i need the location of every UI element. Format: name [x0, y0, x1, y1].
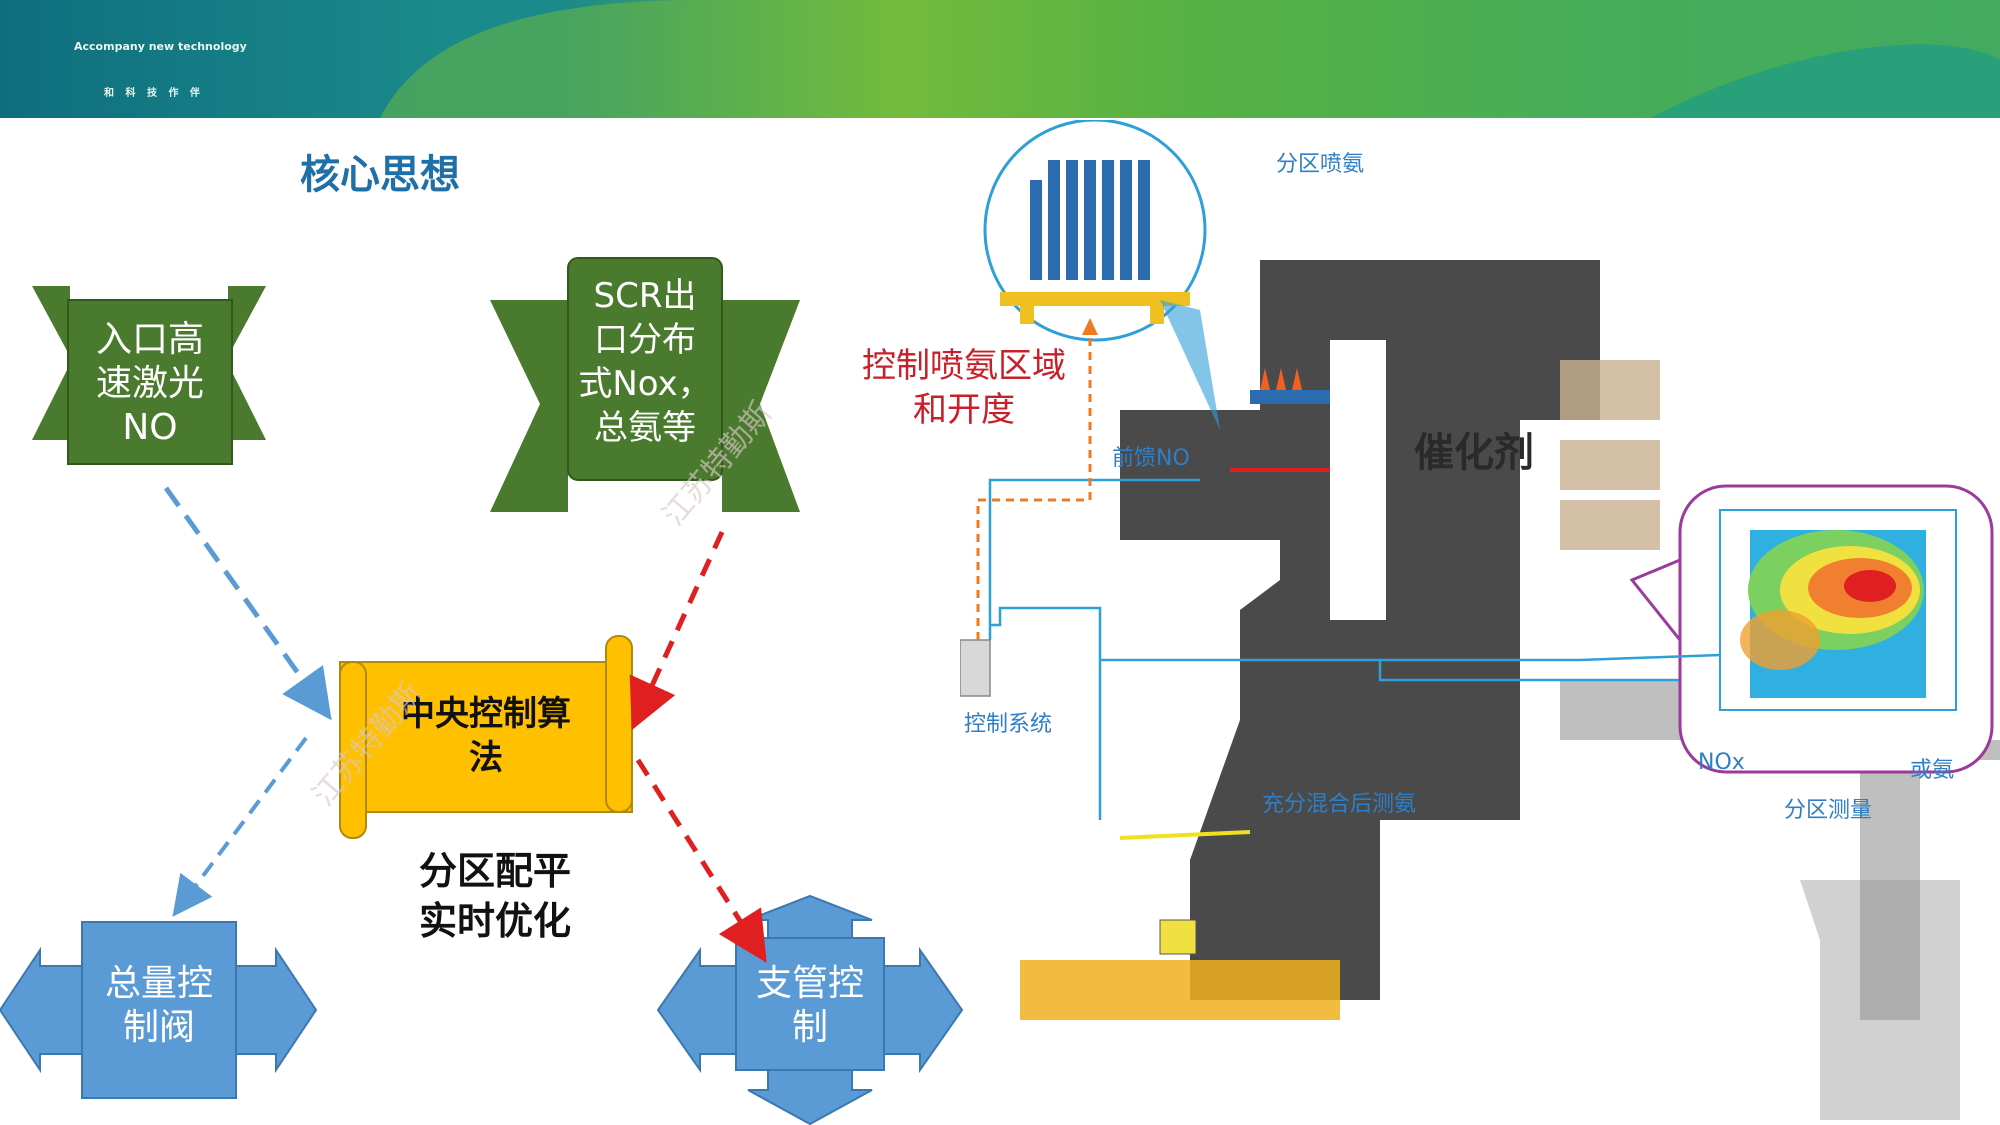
spray-grid: [1000, 160, 1190, 324]
banner-subtagline: 和 科 技 作 伴: [104, 88, 204, 99]
flue-duct: [1120, 260, 1600, 1000]
arrow-scr-to-central: [629, 530, 725, 731]
arrow-central-to-valve: [172, 736, 308, 917]
node-central-label: 中央控制算 法: [401, 694, 571, 778]
scr-outlet-ribbon: [490, 257, 800, 512]
signal-wire-2: [990, 606, 1102, 820]
central-scroll: [339, 635, 633, 839]
flow-diagram: [0, 257, 964, 1125]
signal-wire-1: [988, 478, 1200, 640]
inlet-no-ribbon: [32, 286, 266, 465]
node-scr-outlet-label: SCR出 口分布 式Nox， 总氨等: [578, 276, 712, 448]
banner-art: [380, 0, 2000, 118]
ammonia-label: 或氨: [1910, 758, 1955, 783]
node-total-valve-label: 总量控 制阀: [104, 963, 213, 1048]
scr-schematic: [960, 120, 2000, 1120]
signal-wire-3: [1100, 658, 1920, 682]
page-title: 核心思想: [300, 152, 460, 198]
node-branch-ctrl-label: 支管控 制: [755, 963, 864, 1048]
ammonia-measure-beam: [1119, 830, 1251, 840]
control-path: [976, 330, 1092, 640]
heatmap: [1740, 530, 1926, 698]
lower-duct: [1020, 960, 1340, 1020]
nox-label: NOx: [1698, 750, 1745, 775]
catalyst-label: 催化剂: [1414, 430, 1534, 476]
arrow-central-to-branch: [635, 758, 767, 963]
signal-wire-4: [1380, 653, 1721, 662]
header-banner: Accompany new technology 和 科 技 作 伴: [0, 0, 2000, 118]
control-cabinet: [960, 639, 991, 697]
mixed-measure-label: 充分混合后测氨: [1262, 792, 1417, 817]
control-system-label: 控制系统: [964, 712, 1053, 737]
total-valve-shape: [0, 921, 318, 1099]
caption-zone-balance: 分区配平 实时优化: [418, 849, 571, 943]
zone-measure-label: 分区测量: [1784, 798, 1873, 823]
arrow-inlet-to-central: [163, 486, 332, 721]
zone-spray-label: 分区喷氨: [1276, 152, 1365, 177]
control-note-label: 控制喷氨区域 和开度: [862, 346, 1066, 430]
banner-tagline: Accompany new technology: [74, 40, 247, 53]
feedforward-no-label: 前馈NO: [1112, 446, 1190, 471]
node-inlet-no-label: 入口高 速激光 NO: [95, 319, 204, 448]
catalyst-layers: [1560, 360, 1660, 550]
